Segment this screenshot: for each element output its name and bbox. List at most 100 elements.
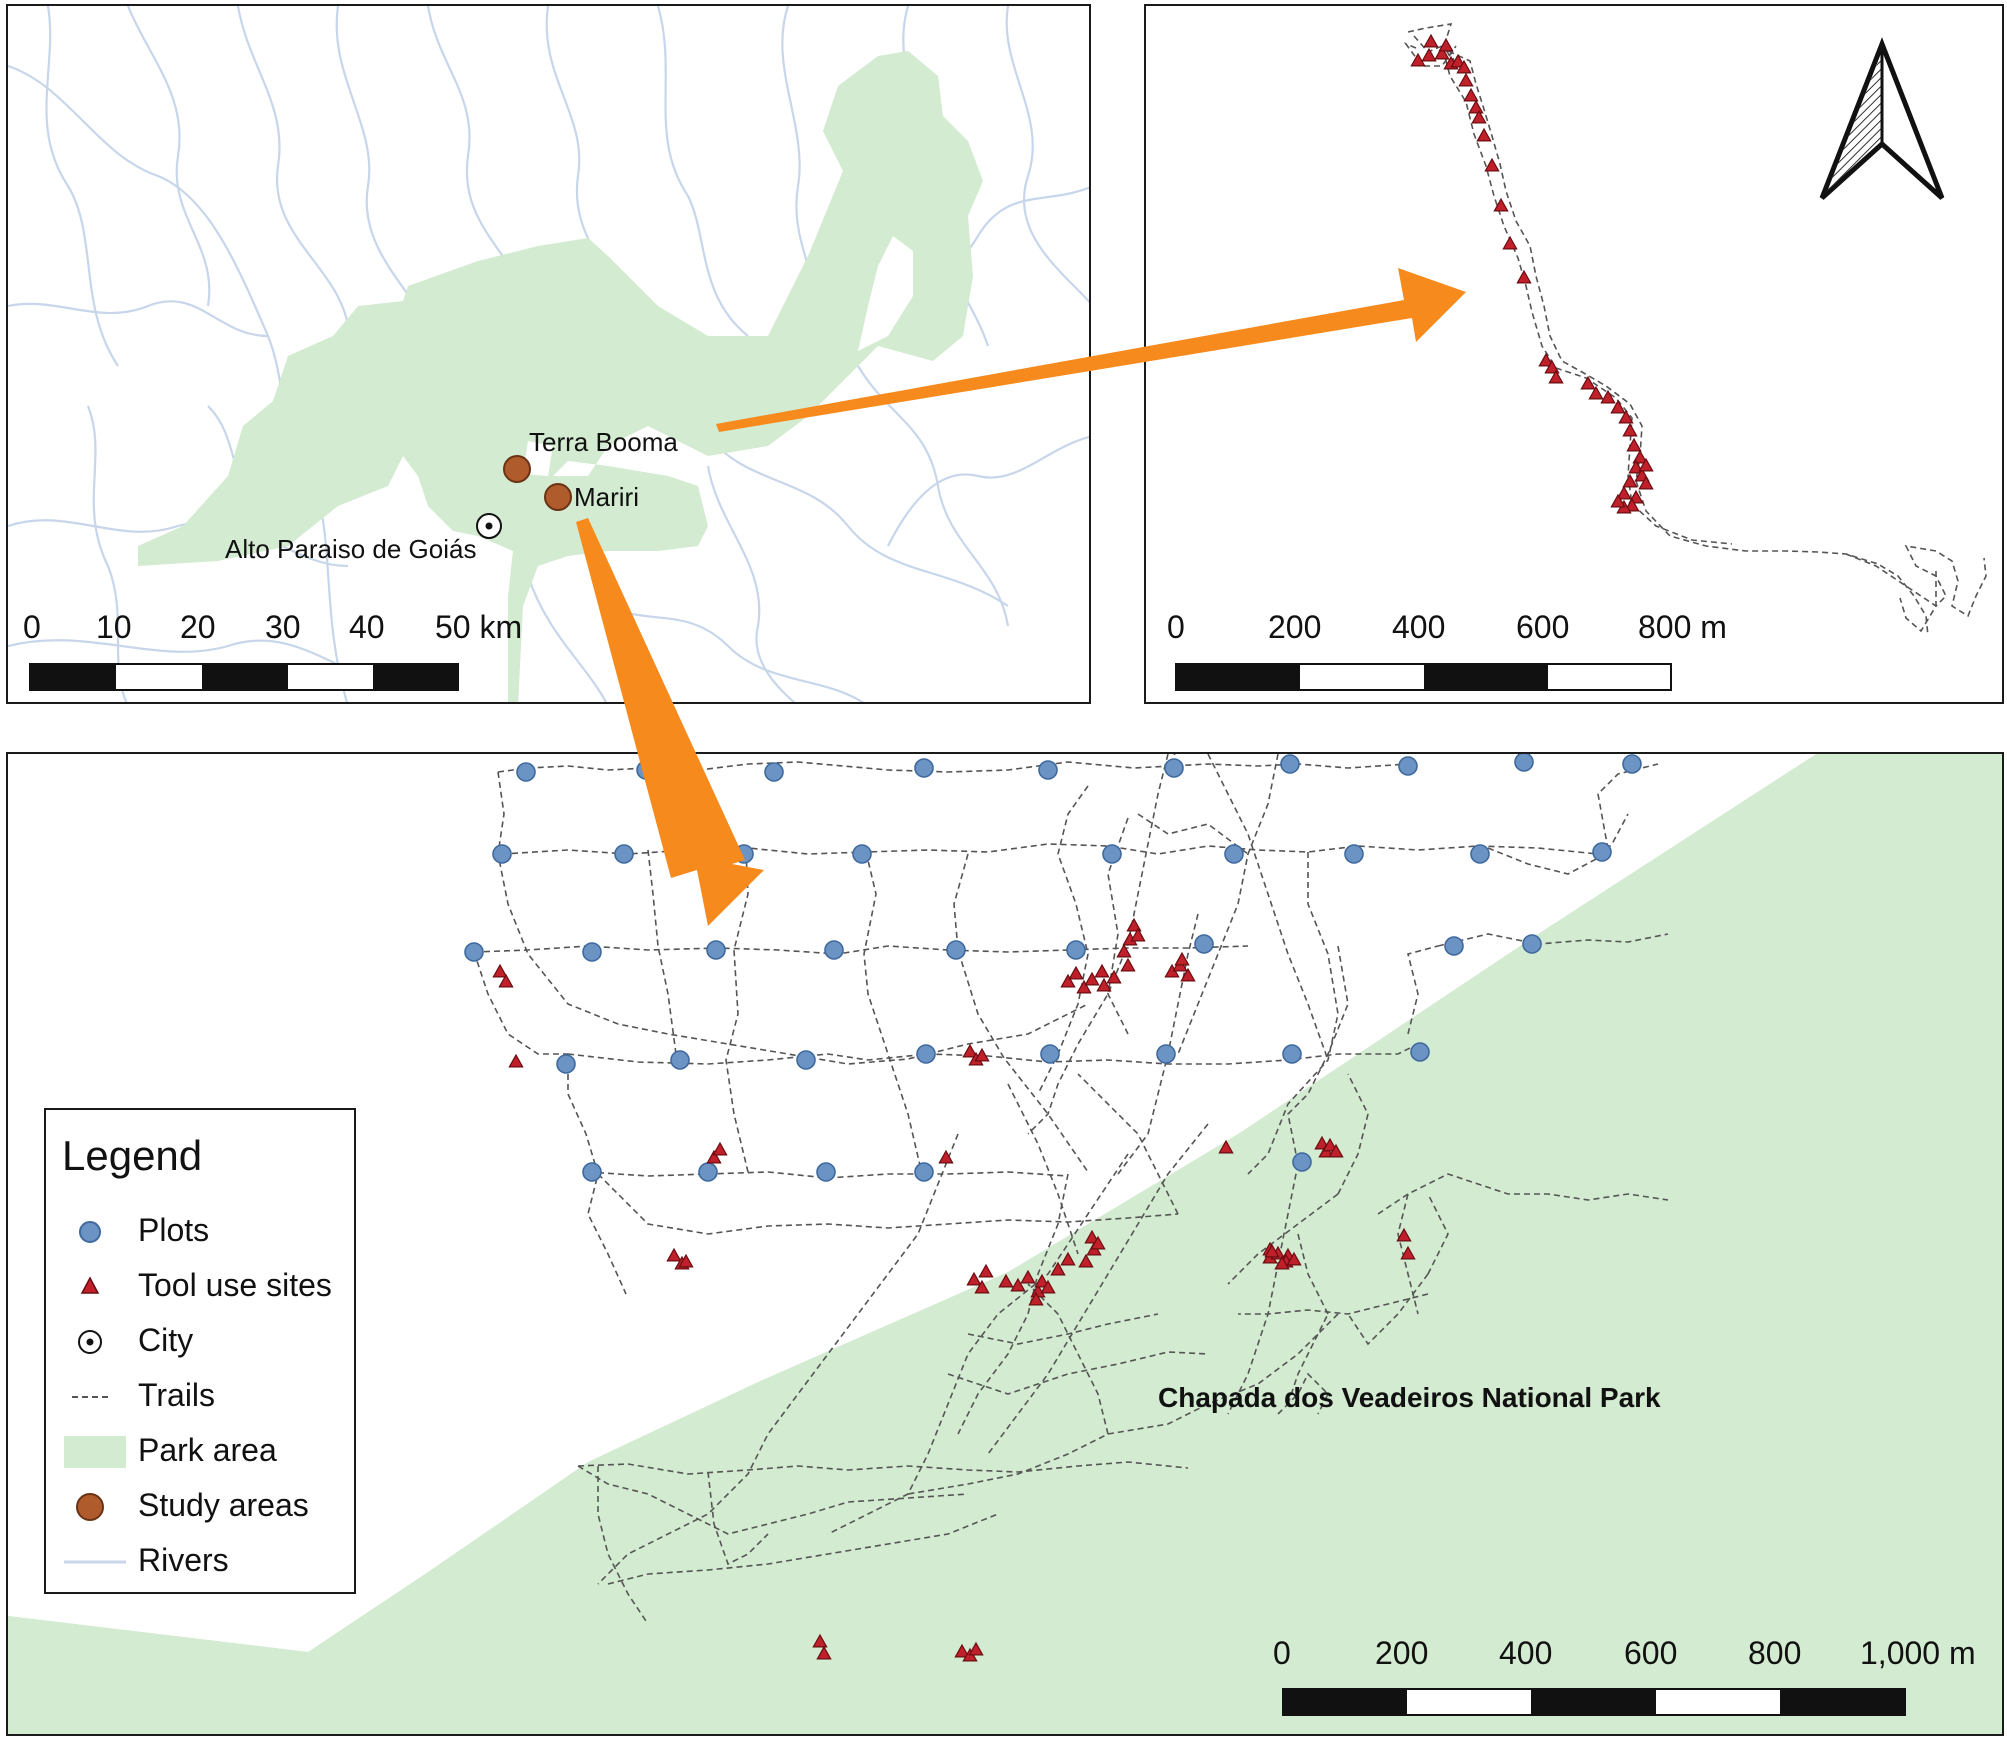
plot-marker [852,844,872,864]
plot-marker [1410,1042,1430,1062]
plot-marker [1066,940,1086,960]
trail [597,1173,1179,1235]
scalebar-tick-label: 800 m [1638,609,1727,645]
tool-site-marker [1638,475,1654,490]
scalebar-tick-label: 400 [1392,609,1445,645]
river [656,6,749,337]
plot-marker [1398,756,1418,776]
tool-site-marker [1180,967,1196,982]
label-terra-booma: Terra Booma [529,427,678,457]
tool-site-marker [1410,52,1426,67]
plot-marker [764,762,784,782]
plot-icon [79,1221,101,1243]
trail [1177,754,1279,1055]
tool-site-marker [966,1271,982,1286]
river [126,6,211,307]
scalebar-segment [1424,664,1548,690]
tool-site-marker [1116,943,1132,958]
city-symbol [476,513,502,539]
tool-site-marker [1322,1137,1338,1152]
tool-site-marker [1396,1227,1412,1242]
trail [577,1461,1189,1475]
tool-site-marker [1106,969,1122,984]
mariri-scalebar: 0 200 400 600 800 1,000 m [1273,1635,1976,1716]
river [8,519,349,568]
tool-site-marker [1274,1255,1290,1270]
plot-marker [582,942,602,962]
scalebar-tick-label: 600 [1516,609,1569,645]
tool-site-marker [1638,457,1654,472]
tool-site-marker [1493,197,1509,212]
plot-marker [1444,936,1464,956]
study-area-icon [76,1493,104,1521]
tool-site-marker [1084,1229,1100,1244]
plot-marker [1282,1044,1302,1064]
tool-site-marker [1076,979,1092,994]
tool-site-marker [1120,957,1136,972]
legend-label: Trails [138,1377,216,1413]
trail [1027,754,1169,1135]
scalebar-tick-label: 30 [265,609,301,645]
tool-site-marker [1632,449,1648,464]
plot-marker [582,1162,602,1182]
river [8,300,269,338]
north-arrow [1819,37,1945,200]
mariri-map: Chapada dos Veadeiros National Park 0 20… [8,754,2002,1734]
tool-site-marker [1580,375,1596,390]
trail [647,849,677,1055]
plot-marker [914,1162,934,1182]
plot-marker [1224,844,1244,864]
park-area [8,754,2002,1734]
tool-site-marker [1610,493,1626,508]
trail [567,1043,1419,1065]
tool-site-marker [1544,359,1560,374]
trail [1337,1073,1369,1195]
tool-site-marker [1484,157,1500,172]
overview-scalebar: 0 10 20 30 40 50 km [23,609,522,691]
plot-marker [1038,760,1058,780]
label-city: Alto Paraiso de Goiás [225,534,476,564]
tool-site-marker [1421,47,1437,62]
plot-marker [1164,758,1184,778]
legend-title: Legend [62,1132,203,1179]
tool-site-marker [1423,33,1439,48]
legend-label: Rivers [138,1542,229,1578]
plot-marker [492,844,512,864]
plot-marker [556,1054,576,1074]
trail [987,1123,1209,1455]
scalebar-segment [373,664,458,690]
city-icon [78,1330,102,1354]
legend: Legend Plots Tool use sites City Trails … [44,1108,356,1594]
river [335,6,429,327]
plot-marker [816,1162,836,1182]
trail [597,1466,649,1625]
tool-site-marker [1610,399,1626,414]
park-area [138,51,983,702]
park-strip [8,754,1816,1650]
park-polygon-edge [8,1616,308,1734]
park-area-icon [64,1436,126,1468]
scalebar-segment [1283,1689,1407,1715]
legend-item-trails: Trails [46,1375,354,1419]
plot-marker [1194,934,1214,954]
trail [473,951,568,1055]
trail [577,1465,969,1535]
tool-site-marker [968,1641,984,1656]
river [8,639,389,688]
trail [947,1351,1209,1395]
plot-marker [698,1162,718,1182]
tool-site-marker [938,1149,954,1164]
plot-marker [796,1050,816,1070]
north-arrow-hatch [1826,52,1882,192]
study-area-mariri [544,483,572,511]
park-polygon [8,754,2002,1734]
tool-site-marker [1010,1277,1026,1292]
tool-site-marker [1060,1251,1076,1266]
trail [1137,813,1249,855]
tool-site-marker [1502,235,1518,250]
river [236,6,350,327]
tool-site-marker [1458,72,1474,87]
tool-site-marker [1588,385,1604,400]
plot-marker [636,760,656,780]
tool-site-marker [1548,369,1564,384]
